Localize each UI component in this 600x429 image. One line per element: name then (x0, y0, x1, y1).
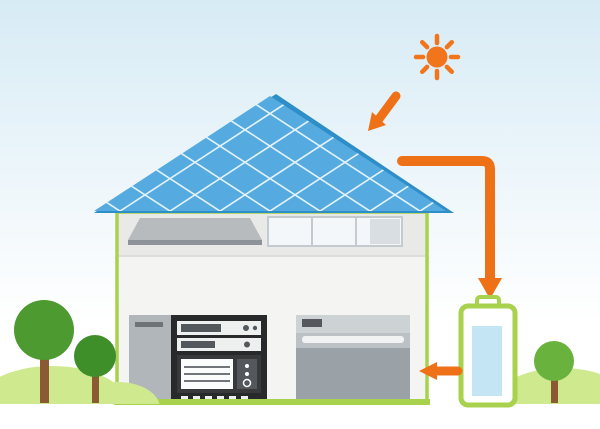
left-landscape (0, 300, 160, 404)
battery-charge-level (472, 326, 502, 396)
knob (244, 341, 250, 348)
sun-rays (413, 33, 461, 81)
house (114, 210, 430, 405)
microwave-button (245, 364, 249, 368)
upper-windows (267, 216, 403, 247)
arrow-roof-to-battery-icon (397, 156, 502, 299)
arrow-sun-to-roof-icon (368, 91, 401, 131)
range-hood (128, 218, 262, 245)
range-hood-lip (128, 240, 262, 245)
right-landscape (490, 341, 600, 404)
tree-trunk (40, 348, 49, 403)
tree-trunk (92, 372, 99, 403)
tree-canopy (74, 335, 116, 377)
microwave-rack-lines (184, 366, 230, 382)
upper-windows-frame (267, 216, 403, 247)
tree-canopy (14, 300, 74, 360)
dishwasher (296, 315, 410, 402)
house-base (114, 399, 430, 405)
bottom-button-row (181, 396, 248, 399)
tree-canopy (534, 341, 574, 381)
storage-battery (458, 295, 518, 408)
dishwasher-handle (302, 336, 404, 343)
knob (252, 325, 258, 331)
display-screen (181, 341, 215, 348)
window-shade (370, 219, 400, 244)
dishwasher-lower-panel (296, 348, 410, 402)
tree-trunk (551, 374, 558, 403)
sun-icon (413, 33, 461, 81)
dishwasher-control (302, 319, 322, 327)
cabinet-handle (135, 322, 163, 327)
solar-panel-roof (94, 94, 454, 213)
knob (243, 325, 249, 331)
microwave-dial (242, 378, 252, 388)
microwave-button (245, 372, 249, 376)
display-screen (181, 324, 221, 332)
oven-microwave-stack (171, 315, 267, 402)
sun-core (426, 46, 448, 68)
roof-panel-face (94, 96, 446, 211)
arrow-battery-to-appliance-icon (419, 362, 463, 380)
dishwasher-top (296, 315, 410, 333)
